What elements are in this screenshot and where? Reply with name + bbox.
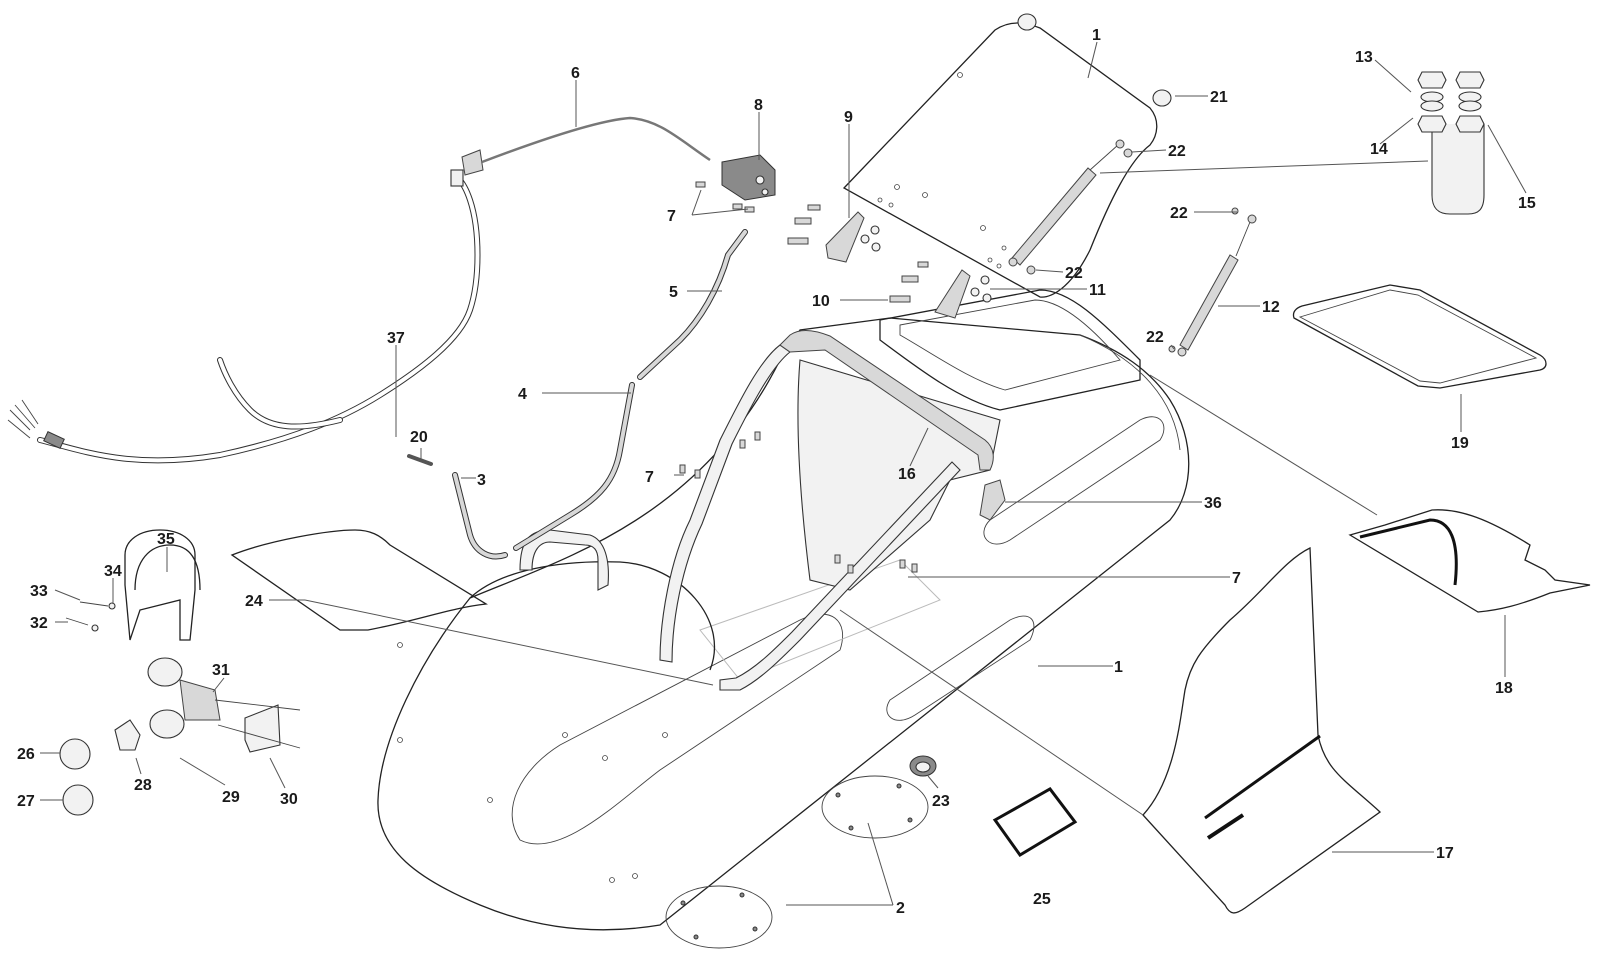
trunk-seal [1292, 284, 1547, 389]
callout-22-c: 22 [1170, 205, 1188, 222]
callout-28: 28 [134, 777, 152, 794]
pin [407, 454, 433, 466]
hinges [787, 204, 992, 319]
rear-grab-rail [779, 330, 994, 471]
callout-11: 11 [1089, 282, 1106, 299]
callout-32: 32 [30, 615, 48, 632]
callout-12: 12 [1262, 299, 1280, 316]
wiring-harness [7, 169, 481, 464]
callout-3: 3 [477, 472, 486, 489]
leader-lines [40, 41, 1527, 906]
callout-25: 25 [1033, 891, 1051, 908]
lid-lock [721, 154, 776, 201]
callout-9: 9 [844, 109, 853, 126]
callout-37: 37 [387, 330, 405, 347]
callout-8: 8 [754, 97, 763, 114]
callout-23: 23 [932, 793, 950, 810]
callout-26: 26 [17, 746, 35, 763]
round-covers [665, 775, 929, 949]
callout-6: 6 [571, 65, 580, 82]
callout-1-body: 1 [1114, 659, 1123, 676]
callout-7-lock: 7 [667, 208, 676, 225]
sidecar-body [377, 289, 1190, 931]
callout-18: 18 [1495, 680, 1513, 697]
release-cable [461, 116, 711, 176]
callout-15: 15 [1518, 195, 1536, 212]
callout-13: 13 [1355, 49, 1373, 66]
callout-10: 10 [812, 293, 830, 310]
u-bolt-assembly [1417, 71, 1485, 215]
callout-7-side: 7 [645, 469, 654, 486]
callout-17: 17 [1436, 845, 1454, 862]
callout-22-d: 22 [1146, 329, 1164, 346]
side-trim [979, 479, 1006, 521]
gas-strut [1168, 207, 1257, 357]
callout-34: 34 [104, 563, 122, 580]
callout-7-floor: 7 [1232, 570, 1241, 587]
callout-20: 20 [410, 429, 428, 446]
side-panel-trim [1142, 546, 1382, 914]
callout-35: 35 [157, 531, 175, 548]
callout-4: 4 [518, 386, 527, 403]
callout-27: 27 [17, 793, 35, 810]
rubber-buffer [1017, 13, 1172, 107]
callout-22-b: 22 [1065, 265, 1083, 282]
callout-19: 19 [1451, 435, 1469, 452]
callout-22-a: 22 [1168, 143, 1186, 160]
callout-33: 33 [30, 583, 48, 600]
callout-labels: 1 1 2 3 4 5 6 7 7 7 8 9 10 11 12 13 14 1… [17, 27, 1536, 917]
gasket [992, 787, 1078, 857]
trim-strips [452, 229, 748, 560]
lamp-assembly [59, 529, 301, 816]
callout-29: 29 [222, 789, 240, 806]
trunk-liner [1348, 509, 1591, 613]
lid [842, 13, 1172, 298]
callout-5: 5 [669, 284, 678, 301]
callout-31: 31 [212, 662, 230, 679]
grommet [909, 755, 937, 777]
callout-16: 16 [898, 466, 916, 483]
callout-36: 36 [1204, 495, 1222, 512]
floor-mat [230, 529, 488, 631]
callout-1-lid: 1 [1092, 27, 1101, 44]
callout-21: 21 [1210, 89, 1228, 106]
callout-2: 2 [896, 900, 905, 917]
callout-14: 14 [1370, 141, 1388, 158]
callout-30: 30 [280, 791, 298, 808]
callout-24: 24 [245, 593, 263, 610]
